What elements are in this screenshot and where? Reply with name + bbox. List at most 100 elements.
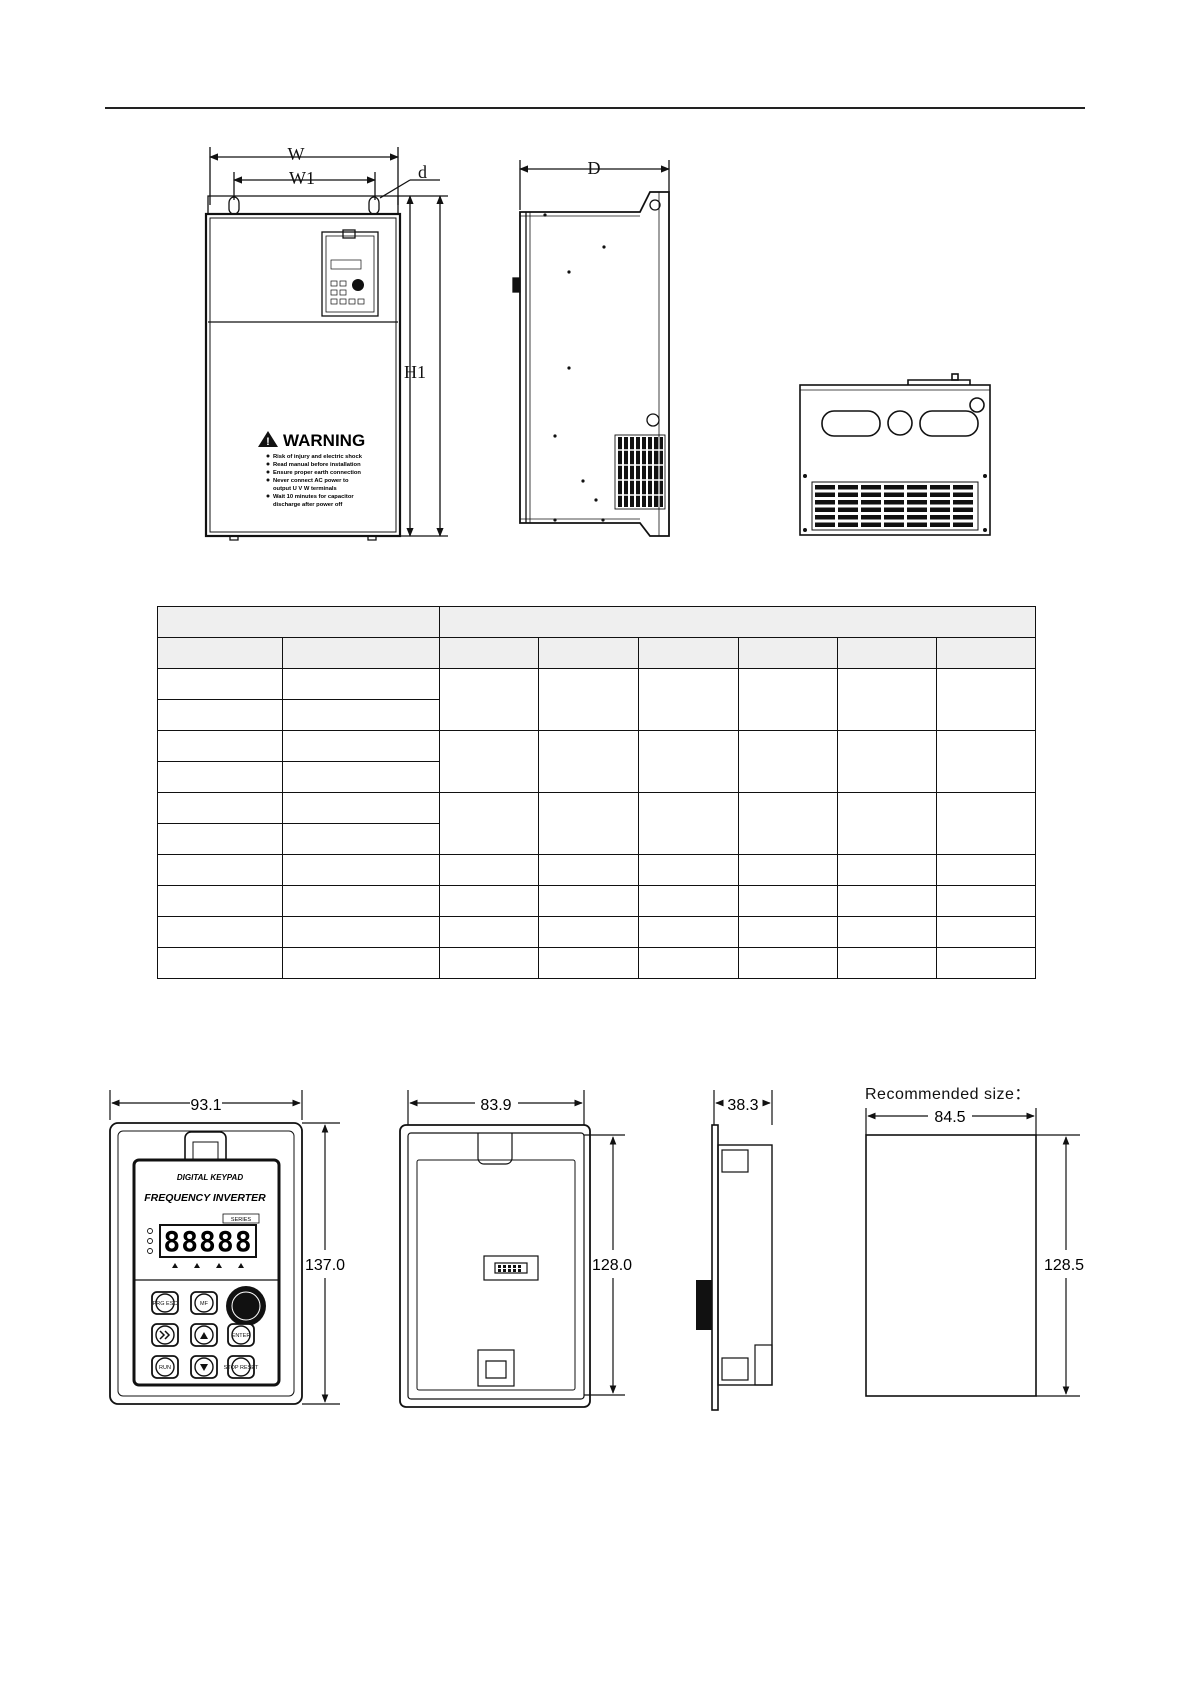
keypad-brand: DIGITAL KEYPAD xyxy=(177,1173,243,1182)
vent-slot xyxy=(861,515,881,520)
label-d: d xyxy=(418,162,427,182)
warning-line: Read manual before installation xyxy=(273,462,361,468)
table-cell xyxy=(157,668,283,700)
key-run: RUN xyxy=(159,1365,171,1371)
table-cell xyxy=(439,916,539,948)
table-cell xyxy=(738,730,838,793)
vent-slot xyxy=(930,485,950,490)
warning-title: WARNING xyxy=(283,431,365,450)
key-mf: MF xyxy=(200,1301,209,1307)
vent-slot xyxy=(930,522,950,527)
table-cell xyxy=(538,730,639,793)
vent-slot xyxy=(907,492,927,497)
keypad-display: 88888 xyxy=(163,1225,252,1258)
vent-slot xyxy=(953,492,973,497)
table-cell xyxy=(157,947,283,979)
vent-slot xyxy=(930,507,950,512)
vent-slot xyxy=(815,507,835,512)
warning-line: Risk of injury and electric shock xyxy=(273,454,363,460)
vent-slot xyxy=(884,500,904,505)
table-row xyxy=(157,761,1036,793)
table-cell xyxy=(738,637,838,669)
table-cell xyxy=(538,668,639,731)
table-cell xyxy=(837,885,937,917)
table-cell xyxy=(157,637,283,669)
table-cell xyxy=(157,761,283,793)
table-cell xyxy=(282,637,440,669)
table-cell xyxy=(157,606,440,638)
vent-slot xyxy=(907,485,927,490)
table-row xyxy=(157,730,1037,793)
table-row xyxy=(157,792,1037,855)
back-width-label: 83.9 xyxy=(480,1097,511,1114)
back-height-label: 128.0 xyxy=(592,1257,632,1274)
vent-slot xyxy=(884,515,904,520)
vent-slot xyxy=(907,507,927,512)
table-cell xyxy=(935,668,1037,731)
vent-slot xyxy=(884,492,904,497)
table-cell xyxy=(538,916,639,948)
warning-line: Wait 10 minutes for capacitor xyxy=(273,494,354,500)
vent-slot xyxy=(953,515,973,520)
table-cell xyxy=(439,947,539,979)
table-cell xyxy=(282,823,440,855)
table-cell xyxy=(837,854,937,886)
keypad-height-label: 137.0 xyxy=(305,1257,345,1274)
table-cell xyxy=(282,947,440,979)
vent-slot xyxy=(861,507,881,512)
table-cell xyxy=(157,699,283,731)
vent-slot xyxy=(815,522,835,527)
table-cell xyxy=(282,699,440,731)
vent-slot xyxy=(861,492,881,497)
table-cell xyxy=(282,761,440,793)
table-cell xyxy=(439,854,539,886)
table-cell xyxy=(439,637,539,669)
table-cell xyxy=(738,947,838,979)
table-cell xyxy=(157,792,283,824)
vent-slot xyxy=(907,515,927,520)
table-cell xyxy=(538,947,639,979)
vent-slot xyxy=(953,507,973,512)
vent-slot xyxy=(884,522,904,527)
key-prg-esc: PRG ESC xyxy=(153,1301,178,1307)
vent-slot xyxy=(815,485,835,490)
top-rule xyxy=(105,107,1085,109)
vent-slot xyxy=(930,500,950,505)
table-cell xyxy=(157,916,283,948)
table-cell xyxy=(837,730,937,793)
table-cell xyxy=(282,854,440,886)
vent-slot xyxy=(884,485,904,490)
table-cell xyxy=(157,885,283,917)
vent-slot xyxy=(815,515,835,520)
side-width-label: 38.3 xyxy=(727,1097,758,1114)
table-cell xyxy=(638,668,739,731)
key-enter: ENTER xyxy=(232,1333,251,1339)
table-cell xyxy=(935,854,1037,886)
cutout-width-label: 84.5 xyxy=(934,1109,965,1126)
table-cell xyxy=(538,854,639,886)
label-depth: D xyxy=(588,158,601,178)
table-cell xyxy=(282,792,440,824)
vent-slot xyxy=(907,500,927,505)
table-cell xyxy=(439,885,539,917)
table-cell xyxy=(837,792,937,855)
vent-slot xyxy=(838,492,858,497)
table-cell xyxy=(935,637,1037,669)
vent-slot xyxy=(861,485,881,490)
vent-slot xyxy=(953,500,973,505)
table-cell xyxy=(439,668,539,731)
vent-slot xyxy=(838,522,858,527)
vent-slot xyxy=(884,507,904,512)
keypad-title: FREQUENCY INVERTER xyxy=(144,1192,266,1204)
table-cell xyxy=(935,730,1037,793)
table-cell xyxy=(935,947,1037,979)
vent-slot xyxy=(815,492,835,497)
vent-slot xyxy=(930,492,950,497)
vent-slot xyxy=(930,515,950,520)
recommended-size-title: Recommended size： xyxy=(865,1086,1031,1103)
vent-slot xyxy=(907,522,927,527)
vent-slot xyxy=(838,500,858,505)
table-cell xyxy=(837,916,937,948)
table-cell xyxy=(157,854,283,886)
table-cell xyxy=(638,730,739,793)
